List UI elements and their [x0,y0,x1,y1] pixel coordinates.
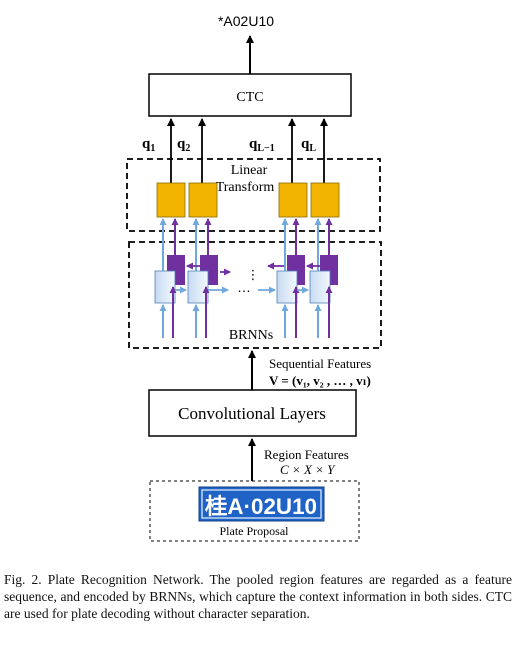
ellipsis-vertical: ⋮ [247,267,260,282]
sequential-features-label: Sequential Features [269,356,371,371]
q2-label: q2 [177,136,190,154]
plate-characters: 桂A·02U10 [205,494,317,519]
backward-recurrent-arrows [186,262,320,276]
q-arrows [167,118,328,183]
backward-vertical-arrows [169,218,333,338]
linear-transform-units [156,182,340,218]
linear-unit-2 [188,182,218,218]
forward-vertical-arrows [159,218,322,338]
linear-transform-label-line2: Transform [216,180,275,195]
qL-1-label: qL−1 [249,136,275,154]
ctc-box [148,73,352,117]
conv-layers-label: Convolutional Layers [178,404,326,423]
plate-image [198,486,325,522]
linear-unit-1 [156,182,186,218]
sequence-equation: V = (v₁, v₂ , … , vₗ) [269,373,371,388]
linear-unit-L-1 [278,182,308,218]
plate-proposal-region [149,480,360,542]
brnn-region [128,241,382,349]
q1-label: q1 [142,136,155,154]
plate-inner-border [201,489,322,519]
ellipsis-horizontal: … [237,279,251,295]
brnn-label: BRNNs [229,328,273,343]
output-label: *A02U10 [218,13,274,29]
region-dims-label: C × X × Y [280,462,336,477]
linear-transform-label-line1: Linear [231,163,268,178]
figure-caption: Fig. 2. Plate Recognition Network. The p… [4,572,512,621]
plate-proposal-label: Plate Proposal [220,524,290,538]
region-features-label: Region Features [264,447,349,462]
ctc-label: CTC [236,90,263,105]
linear-unit-L [310,182,340,218]
conv-layers-box [148,389,357,437]
qL-label: qL [301,136,316,154]
linear-transform-region [126,158,381,232]
forward-rnn-cells [154,270,331,304]
